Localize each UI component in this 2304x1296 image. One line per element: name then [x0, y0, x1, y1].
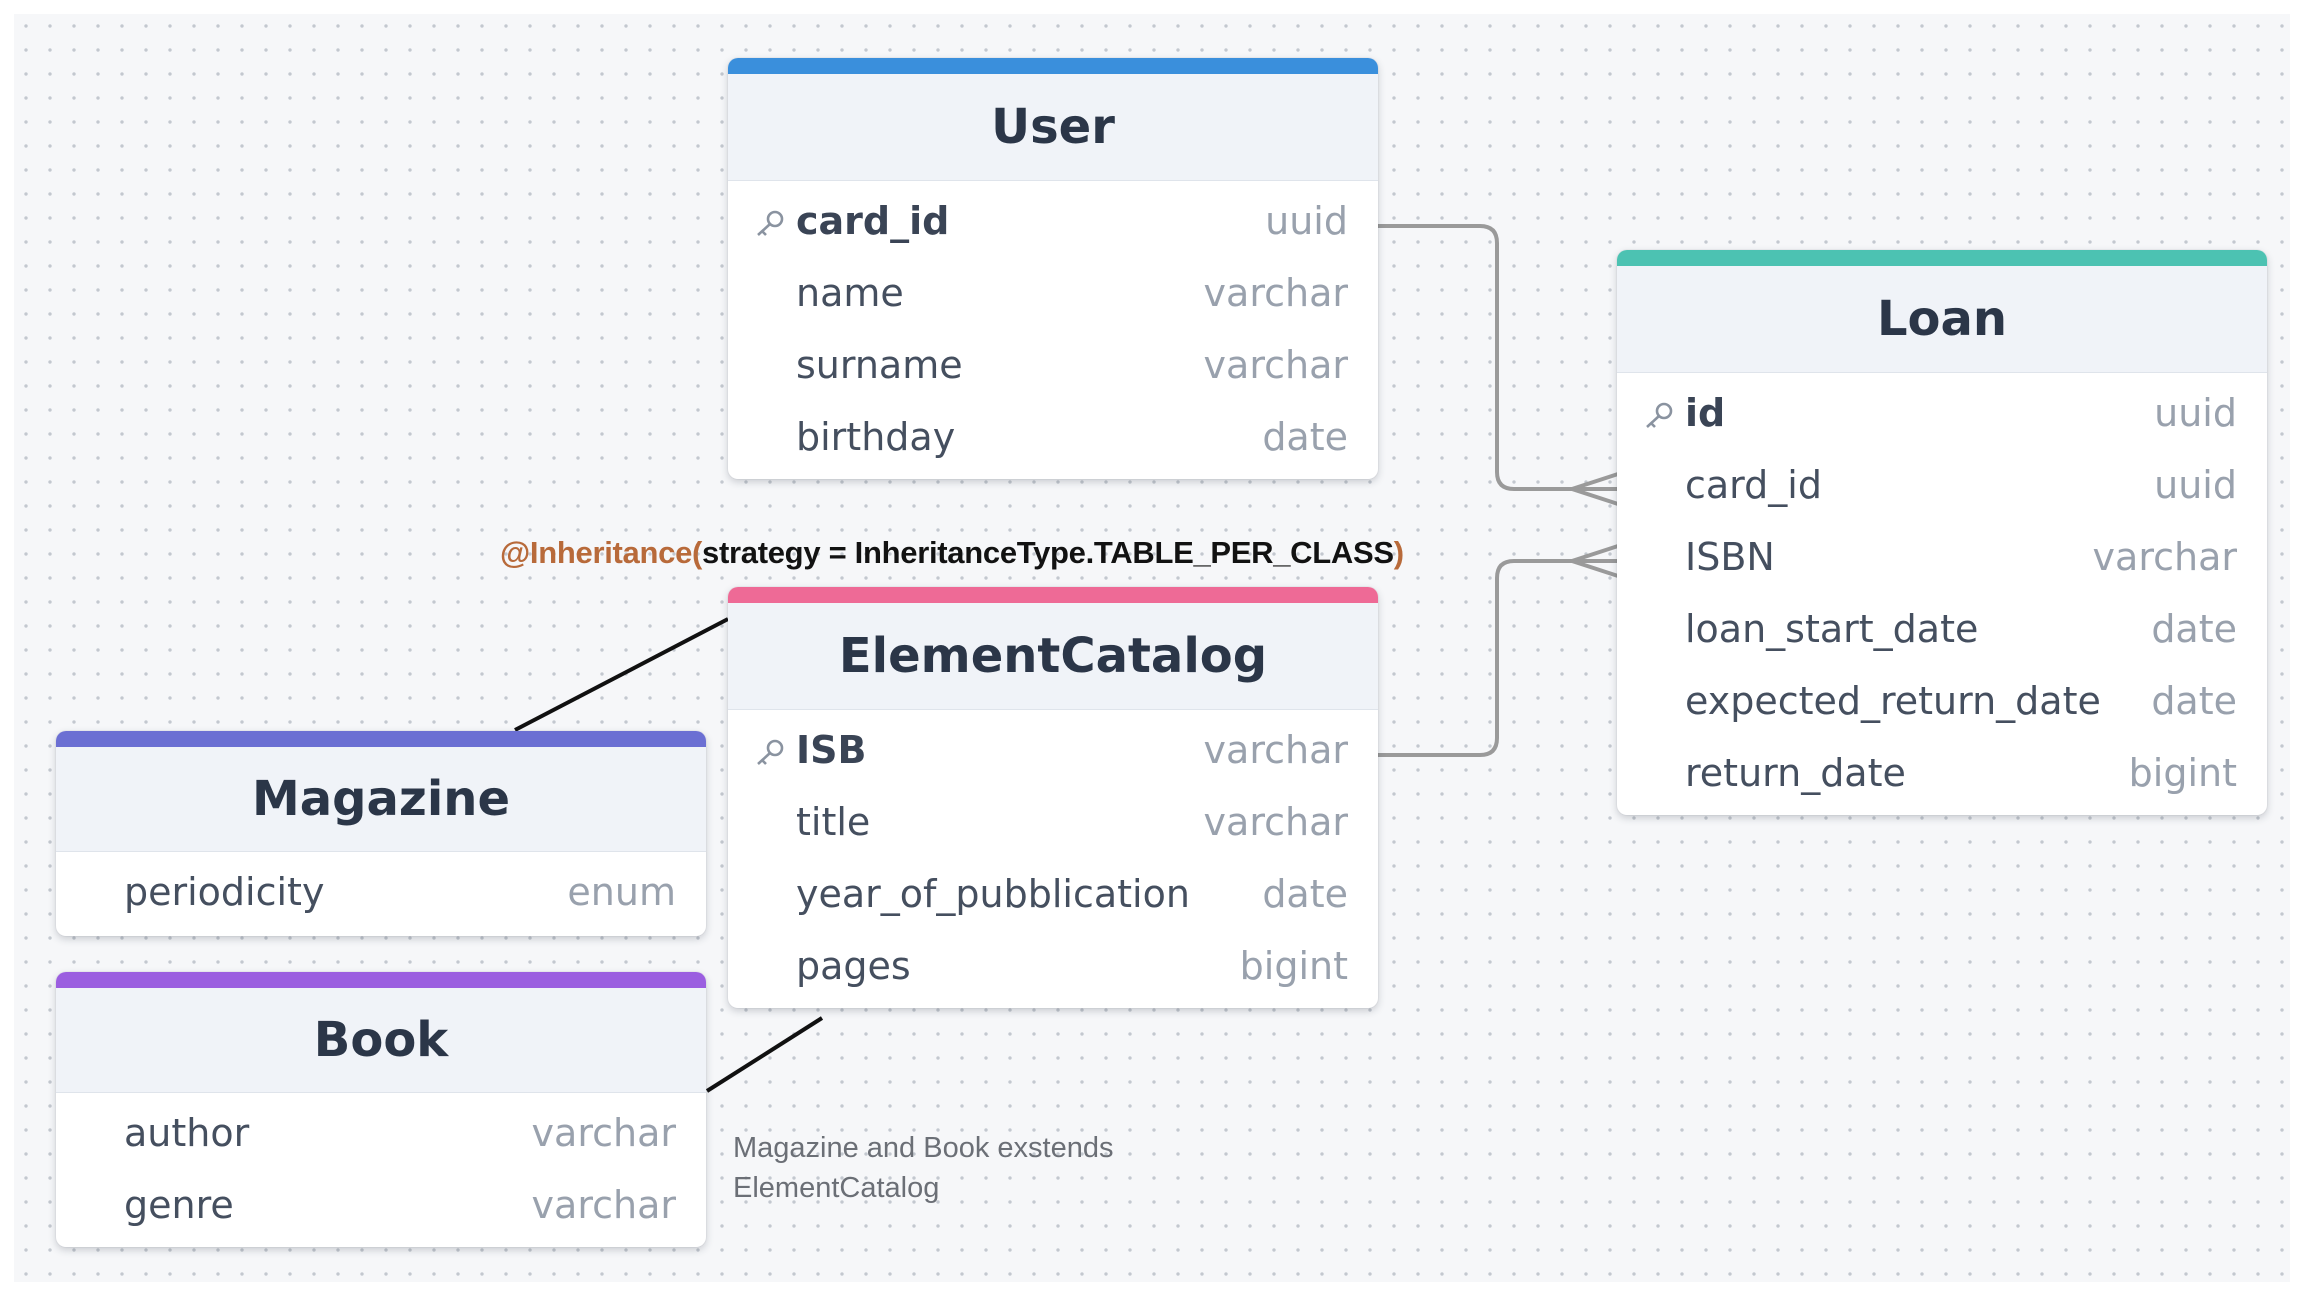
column-name: periodicity — [124, 870, 325, 914]
note-line-1: Magazine and Book exstends — [733, 1132, 1114, 1164]
column-row[interactable]: name varchar — [728, 257, 1378, 329]
column-name: birthday — [796, 415, 956, 459]
table-loan-color-bar — [1617, 250, 2267, 266]
relation-user-loan — [1378, 224, 1618, 491]
table-book[interactable]: Book author varchar genre varchar — [56, 972, 706, 1247]
column-type: enum — [567, 870, 676, 914]
table-user-color-bar — [728, 58, 1378, 74]
inheritance-line-magazine — [514, 617, 729, 732]
column-type: bigint — [2128, 751, 2237, 795]
column-name: genre — [124, 1183, 234, 1227]
column-type: varchar — [531, 1111, 676, 1155]
column-type: uuid — [2154, 463, 2237, 507]
column-name: return_date — [1685, 751, 1906, 795]
column-type: varchar — [1203, 343, 1348, 387]
column-row[interactable]: surname varchar — [728, 329, 1378, 401]
column-row[interactable]: loan_start_date date — [1617, 593, 2267, 665]
column-name: year_of_pubblication — [796, 872, 1190, 916]
table-loan-title: Loan — [1617, 266, 2267, 373]
column-row[interactable]: birthday date — [728, 401, 1378, 473]
column-name: card_id — [1685, 463, 1822, 507]
column-name: ISBN — [1685, 535, 1775, 579]
column-name: title — [796, 800, 871, 844]
table-magazine-color-bar — [56, 731, 706, 747]
column-row[interactable]: author varchar — [56, 1097, 706, 1169]
relation-catalog-loan — [1378, 559, 1618, 757]
key-icon — [757, 210, 784, 236]
note-line-2: ElementCatalog — [733, 1172, 940, 1204]
column-row[interactable]: genre varchar — [56, 1169, 706, 1241]
annotation-keyword: @Inheritance( — [500, 535, 703, 570]
column-row[interactable]: card_id uuid — [728, 185, 1378, 257]
table-book-title: Book — [56, 988, 706, 1093]
column-row[interactable]: periodicity enum — [56, 856, 706, 928]
column-type: varchar — [531, 1183, 676, 1227]
column-name: loan_start_date — [1685, 607, 1979, 651]
column-name: expected_return_date — [1685, 679, 2101, 723]
column-name: surname — [796, 343, 963, 387]
column-type: varchar — [1203, 728, 1348, 772]
crowfoot-user-loan — [1571, 472, 1619, 506]
table-user-title: User — [728, 74, 1378, 181]
column-type: uuid — [1265, 199, 1348, 243]
column-type: date — [1262, 872, 1348, 916]
column-row[interactable]: year_of_pubblication date — [728, 858, 1378, 930]
column-type: uuid — [2154, 391, 2237, 435]
table-magazine-title: Magazine — [56, 747, 706, 852]
column-name: id — [1685, 391, 1726, 435]
column-type: date — [1262, 415, 1348, 459]
column-name: author — [124, 1111, 250, 1155]
column-row[interactable]: ISBN varchar — [1617, 521, 2267, 593]
column-name: pages — [796, 944, 911, 988]
inheritance-line-book — [705, 1016, 824, 1093]
crowfoot-catalog-loan — [1571, 544, 1619, 578]
annotation-args: strategy = InheritanceType.TABLE_PER_CLA… — [702, 535, 1394, 570]
column-type: varchar — [1203, 271, 1348, 315]
table-loan[interactable]: Loan id uuid card_id uuid ISBN varchar l… — [1617, 250, 2267, 815]
column-name: name — [796, 271, 904, 315]
column-row[interactable]: id uuid — [1617, 377, 2267, 449]
column-row[interactable]: title varchar — [728, 786, 1378, 858]
inheritance-annotation: @Inheritance(strategy = InheritanceType.… — [500, 535, 1404, 571]
inheritance-note: Magazine and Book exstends ElementCatalo… — [733, 1128, 1153, 1208]
column-name: ISB — [796, 728, 867, 772]
table-book-color-bar — [56, 972, 706, 988]
column-row[interactable]: expected_return_date date — [1617, 665, 2267, 737]
key-icon — [757, 739, 784, 765]
column-type: date — [2151, 679, 2237, 723]
key-icon — [1646, 402, 1673, 428]
table-element-catalog[interactable]: ElementCatalog ISB varchar title varchar… — [728, 587, 1378, 1008]
column-type: varchar — [2092, 535, 2237, 579]
column-row[interactable]: pages bigint — [728, 930, 1378, 1002]
table-element-catalog-title: ElementCatalog — [728, 603, 1378, 710]
column-type: date — [2151, 607, 2237, 651]
table-element-catalog-color-bar — [728, 587, 1378, 603]
table-magazine[interactable]: Magazine periodicity enum — [56, 731, 706, 936]
column-row[interactable]: card_id uuid — [1617, 449, 2267, 521]
annotation-close: ) — [1393, 535, 1404, 570]
column-type: bigint — [1239, 944, 1348, 988]
column-row[interactable]: ISB varchar — [728, 714, 1378, 786]
column-row[interactable]: return_date bigint — [1617, 737, 2267, 809]
table-user[interactable]: User card_id uuid name varchar surname v… — [728, 58, 1378, 479]
column-type: varchar — [1203, 800, 1348, 844]
column-name: card_id — [796, 199, 950, 243]
